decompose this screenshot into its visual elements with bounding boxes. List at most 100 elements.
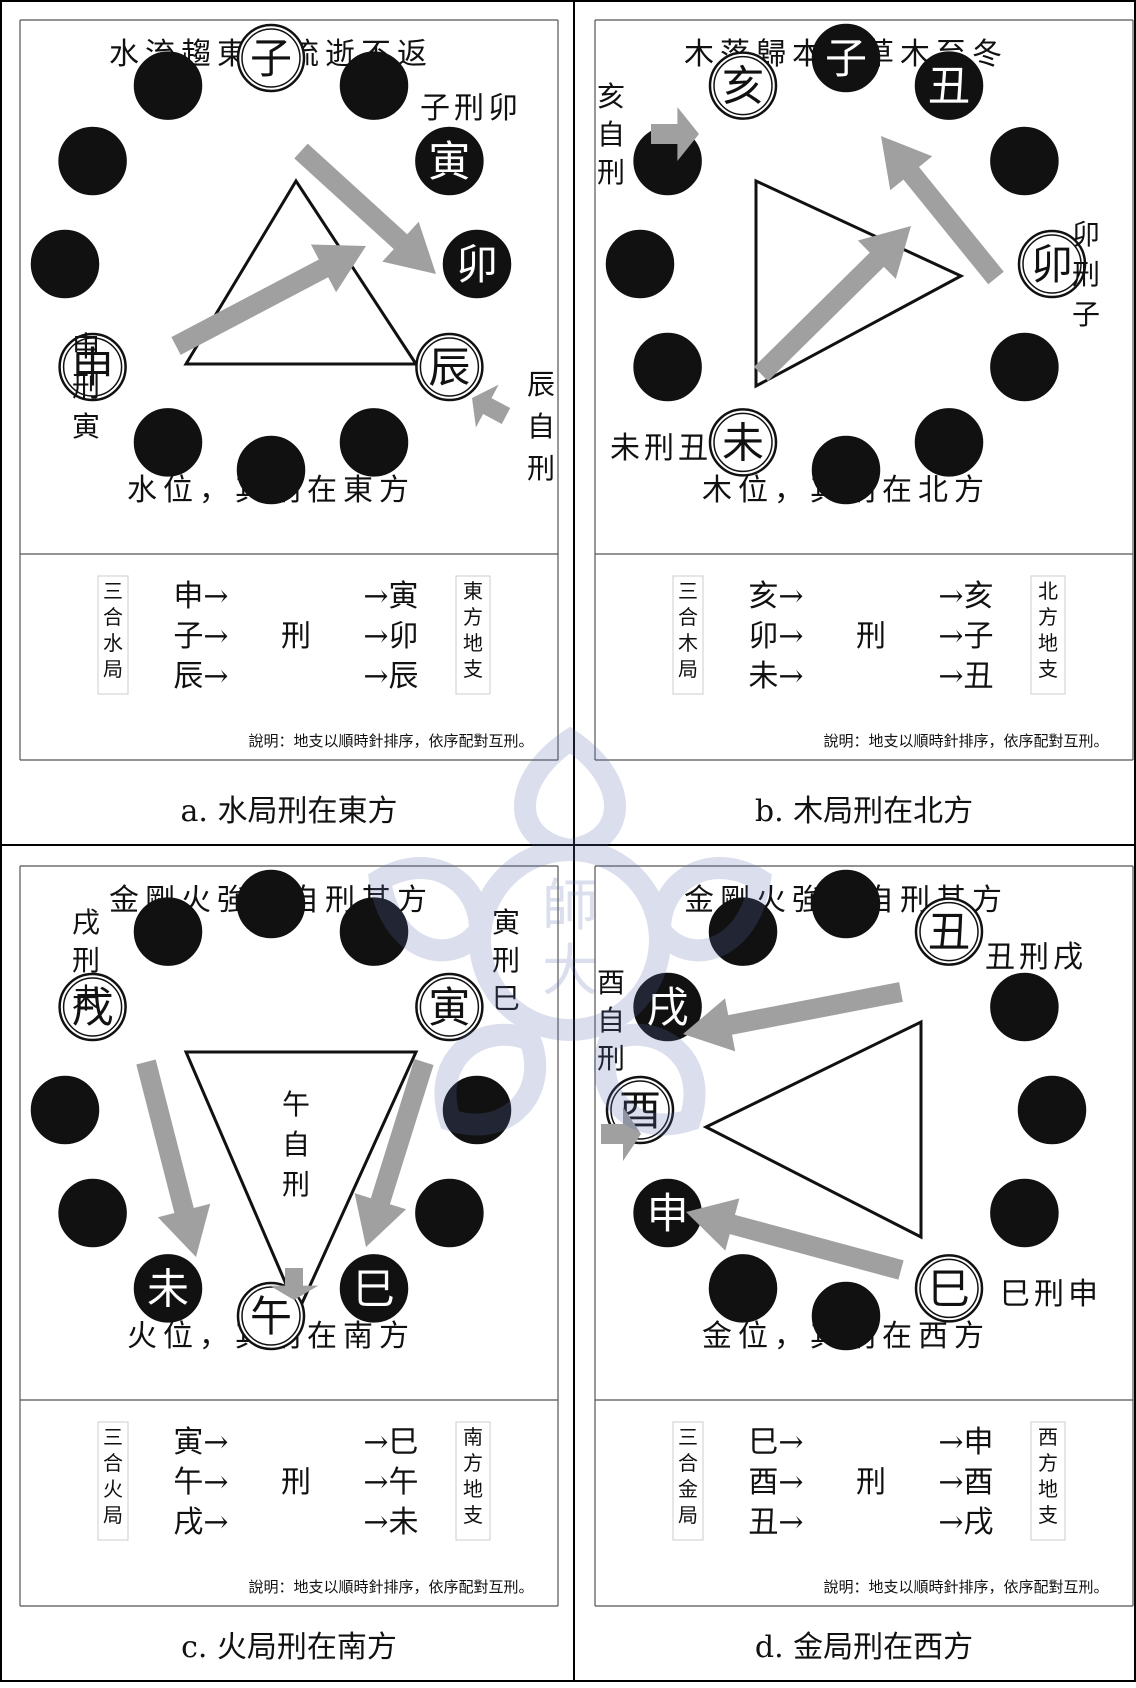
group-label-char: 木 [678,631,698,655]
branch-circle [415,1178,484,1248]
table-left-2: 未→ [748,659,803,694]
branch-circle [339,897,409,966]
branch-label-丑: 丑 [928,62,970,111]
branch-circle-inner-ring [62,977,123,1037]
direction-label-char: 地 [463,1477,483,1501]
annotation-you-self-char: 酉 [597,966,625,999]
branch-label-子: 子 [825,34,867,83]
branch-label-巳: 巳 [928,1264,970,1313]
annotation-wei-chou: 未刑丑 [610,431,712,466]
table-right-0: →亥 [938,579,993,614]
direction-label-char: 支 [1038,657,1058,681]
group-label-char: 合 [678,605,698,629]
branch-circle [708,51,778,120]
branch-label-未: 未 [722,418,764,467]
branch-circle-inner-ring [1022,234,1082,294]
branch-circle [811,435,881,505]
group-label-box [97,1421,129,1541]
group-label-char: 三 [103,1425,123,1449]
panel-metal: 金剛火強，自刑其方金位，其刑在西方丑巳申酉戌三合金局西方地支巳→酉→丑→刑→申→… [581,852,1136,1688]
branch-circle [236,869,306,939]
punish-arrow-si-shen [686,1198,904,1280]
branch-circle-inner-ring [419,337,480,397]
annotation-chou-xu: 丑刑戌 [985,940,1087,975]
table-note: 說明：地支以順時針排序，依序配對互刑。 [248,732,533,750]
annotation-xu-wei-char: 戌 [72,906,100,939]
punish-arrow-yin-si [354,1059,434,1247]
branch-circle-inner-ring [241,1286,301,1346]
branch-label-丑: 丑 [928,908,970,957]
branch-circle [339,408,409,477]
branch-label-子: 子 [250,34,292,83]
annotation-shen-yin-char: 刑 [72,370,100,403]
group-label-box [672,1421,704,1541]
annotation-shen-yin-char: 申 [72,330,100,363]
annotation-xu-wei: 戌刑未 [72,906,100,1015]
branch-circle [990,972,1059,1042]
diagram-water: 水流趨東，流逝不返水位，其刑在東方子寅卯辰申三合水局東方地支申→子→辰→刑→寅→… [19,19,559,761]
direction-label-char: 支 [463,657,483,681]
group-label-char: 局 [678,657,698,681]
group-label-box [672,575,704,695]
branch-circle [708,897,778,966]
direction-label-char: 地 [463,631,483,655]
branch-circle [58,972,127,1042]
group-label-char: 局 [103,657,123,681]
table-right-2: →丑 [938,659,993,694]
branch-circle [133,51,203,120]
panel-wood: 木落歸本，草木至冬木位，其刑在北方子丑卯未亥三合木局北方地支亥→卯→未→刑→亥→… [581,6,1136,842]
annotation-mao-zi-char: 子 [1072,298,1100,331]
diagram-metal: 金剛火強，自刑其方金位，其刑在西方丑巳申酉戌三合金局西方地支巳→酉→丑→刑→申→… [594,865,1134,1607]
annotation-yin-si-char: 刑 [492,944,520,977]
annotation-si-shen: 巳刑申 [1000,1277,1102,1312]
table-mid: 刑 [856,619,886,654]
table-left-0: 巳→ [748,1425,803,1460]
branch-label-戌: 戌 [647,983,689,1032]
table-mid: 刑 [281,619,311,654]
group-label-char: 金 [678,1477,698,1501]
annotation-xu-wei-char: 刑 [72,944,100,977]
group-label-char: 局 [103,1503,123,1527]
table-left-0: 亥→ [748,579,803,614]
table-left-1: 午→ [173,1465,228,1500]
annotation-hai-self-char: 亥 [597,80,625,113]
annotation-hai-self: 亥自刑 [597,80,625,189]
annotation-wu-self-char: 午 [282,1088,310,1121]
annotation-chen-self-char: 自 [527,410,555,443]
branch-circle [442,1075,512,1145]
branch-circle-inner-ring [713,55,773,116]
annotation-yin-si-char: 寅 [492,906,520,939]
branch-circle [339,51,409,120]
branch-circle-inner-ring [610,1080,670,1140]
branch-circle-inner-ring [919,1258,979,1319]
annotation-you-self: 酉自刑 [597,966,625,1075]
punish-arrow-mao-zi [753,226,911,382]
table-right-0: →申 [938,1425,993,1460]
branch-circle [30,1075,100,1145]
branch-label-寅: 寅 [428,983,470,1032]
branch-circle [58,126,127,196]
table-right-1: →卯 [363,619,418,654]
branch-label-卯: 卯 [456,240,498,289]
table-left-0: 寅→ [173,1425,228,1460]
branch-circle [914,1254,984,1323]
table-left-2: 辰→ [173,659,228,694]
table-left-2: 戌→ [173,1505,228,1540]
branch-circle [811,1281,881,1351]
branch-circle [133,1254,203,1323]
branch-circle [442,229,512,299]
branch-circle [914,51,984,120]
table-right-1: →酉 [938,1465,993,1500]
branch-circle-inner-ring [241,28,301,88]
annotation-zi-mao: 子刑卯 [420,91,522,126]
branch-circle [633,332,702,402]
diagram-fire: 金剛火強，自刑其方火位，其刑在南方寅巳午未戌三合火局南方地支寅→午→戌→刑→巳→… [19,865,559,1607]
annotation-shen-yin-char: 寅 [72,410,100,443]
branch-label-未: 未 [147,1264,189,1313]
branch-circle [58,332,127,402]
